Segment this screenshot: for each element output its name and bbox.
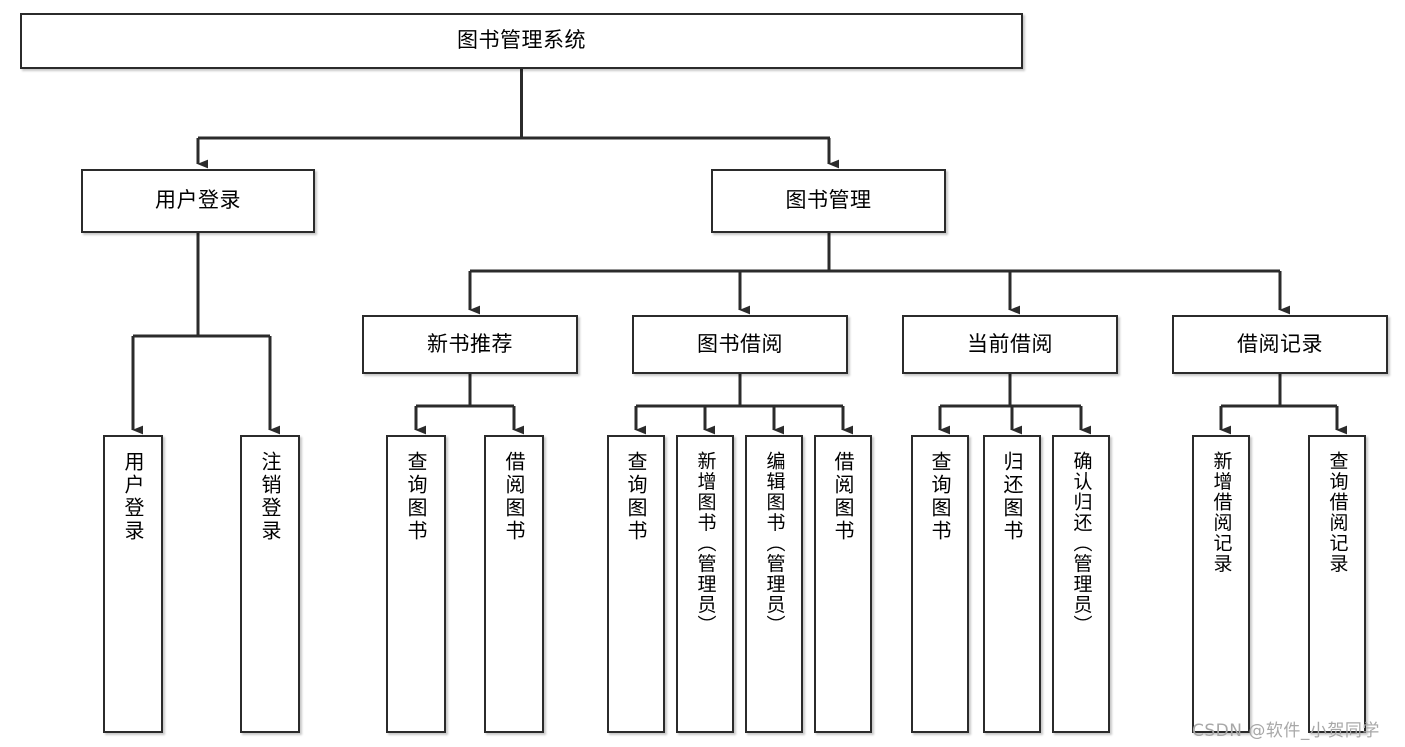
- node-leaf-query-book-3[interactable]: 查询图书: [911, 435, 969, 733]
- node-root-label: 图书管理系统: [457, 28, 586, 53]
- node-leaf-query-book-2[interactable]: 查询图书: [607, 435, 665, 733]
- node-borrow-record[interactable]: 借阅记录: [1172, 315, 1388, 374]
- node-new-book-recommend[interactable]: 新书推荐: [362, 315, 578, 374]
- node-leaf-add-book[interactable]: 新增图书（管理员）: [676, 435, 734, 733]
- node-leaf-add-record[interactable]: 新增借阅记录: [1192, 435, 1250, 733]
- csdn-watermark: CSDN @软件_小贺同学: [1192, 721, 1380, 741]
- node-leaf-add-book-label: 新增图书（管理员）: [694, 451, 717, 636]
- node-current-borrow-label: 当前借阅: [967, 331, 1053, 356]
- node-leaf-query-record-label: 查询借阅记录: [1326, 451, 1349, 574]
- node-current-borrow[interactable]: 当前借阅: [902, 315, 1118, 374]
- node-leaf-confirm-return[interactable]: 确认归还（管理员）: [1052, 435, 1110, 733]
- node-user-login[interactable]: 用户登录: [81, 169, 315, 233]
- node-book-borrow-label: 图书借阅: [697, 331, 783, 356]
- node-leaf-borrow-book-1-label: 借阅图书: [502, 451, 526, 543]
- node-leaf-query-book-1-label: 查询图书: [404, 451, 428, 543]
- node-leaf-user-logout[interactable]: 注销登录: [240, 435, 300, 733]
- node-leaf-return-book-label: 归还图书: [1000, 451, 1024, 543]
- node-leaf-borrow-book-2[interactable]: 借阅图书: [814, 435, 872, 733]
- node-leaf-query-record[interactable]: 查询借阅记录: [1308, 435, 1366, 733]
- node-root[interactable]: 图书管理系统: [20, 13, 1023, 69]
- node-leaf-query-book-3-label: 查询图书: [928, 451, 952, 543]
- node-book-borrow[interactable]: 图书借阅: [632, 315, 848, 374]
- node-leaf-user-login-label: 用户登录: [121, 451, 145, 543]
- node-leaf-query-book-2-label: 查询图书: [624, 451, 648, 543]
- node-book-manage-label: 图书管理: [785, 188, 872, 213]
- node-leaf-user-logout-label: 注销登录: [258, 451, 282, 543]
- node-leaf-borrow-book-1[interactable]: 借阅图书: [484, 435, 544, 733]
- node-new-book-recommend-label: 新书推荐: [427, 331, 513, 356]
- node-user-login-label: 用户登录: [155, 188, 241, 213]
- node-book-manage[interactable]: 图书管理: [711, 169, 946, 233]
- node-leaf-add-record-label: 新增借阅记录: [1210, 451, 1233, 574]
- node-leaf-borrow-book-2-label: 借阅图书: [831, 451, 855, 543]
- node-leaf-return-book[interactable]: 归还图书: [983, 435, 1041, 733]
- node-borrow-record-label: 借阅记录: [1237, 331, 1323, 356]
- node-leaf-user-login[interactable]: 用户登录: [103, 435, 163, 733]
- node-leaf-query-book-1[interactable]: 查询图书: [386, 435, 446, 733]
- node-leaf-confirm-return-label: 确认归还（管理员）: [1070, 451, 1093, 636]
- node-leaf-edit-book[interactable]: 编辑图书（管理员）: [745, 435, 803, 733]
- node-leaf-edit-book-label: 编辑图书（管理员）: [763, 451, 786, 636]
